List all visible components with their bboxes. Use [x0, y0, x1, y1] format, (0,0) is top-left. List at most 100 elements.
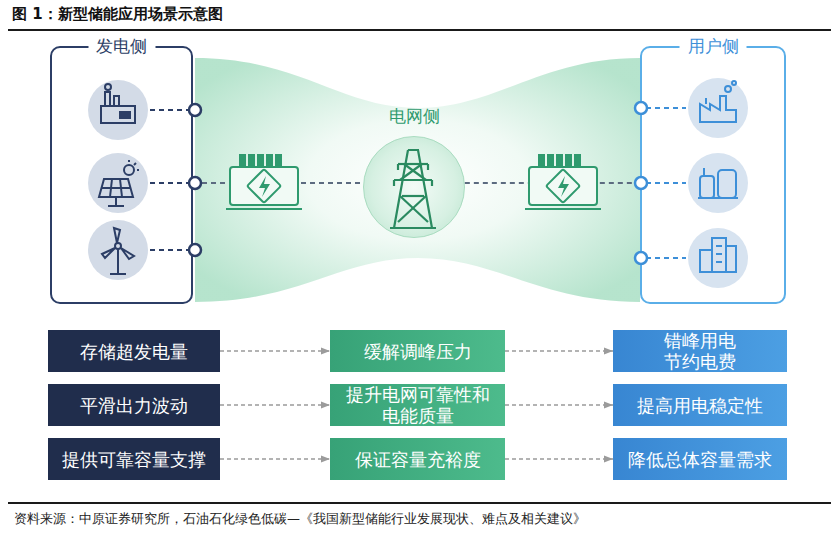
dashed-connector	[505, 404, 613, 406]
storage-unit-icon	[276, 155, 281, 167]
factory-icon	[700, 96, 736, 122]
solar-panel-icon	[134, 163, 136, 165]
storage-tank-icon	[698, 197, 738, 199]
factory-icon	[700, 81, 736, 122]
generator-icon-circles	[88, 80, 148, 280]
storage-unit-icon	[529, 167, 597, 205]
factory-icon	[705, 98, 707, 104]
function-box: 错峰用电 节约电费	[613, 330, 787, 372]
leader-line	[150, 110, 191, 250]
box-label: 降低总体容量需求	[628, 449, 772, 470]
junction-ring	[189, 177, 201, 189]
wind-turbine-icon	[121, 248, 134, 259]
box-label: 平滑出力波动	[80, 395, 188, 416]
solar-panel-icon	[108, 205, 124, 207]
grid-glow-band	[195, 58, 640, 302]
leader-line	[646, 107, 686, 109]
box-label: 错峰用电 节约电费	[650, 330, 750, 372]
storage-unit-icon	[249, 155, 254, 167]
coal-plant-icon	[101, 84, 135, 123]
side-heading: 发电侧	[88, 35, 155, 57]
storage-unit-icon	[525, 155, 601, 209]
generation-side-panel: 发电侧	[50, 46, 193, 304]
wind-turbine-icon	[114, 228, 120, 243]
source-caption: 资料来源：中原证券研究所，石油石化绿色低碳—《我国新型储能行业发展现状、难点及相…	[14, 510, 586, 528]
storage-unit-icon	[525, 208, 601, 210]
leader-line	[646, 182, 686, 184]
solar-panel-icon	[110, 179, 112, 197]
coal-plant-icon	[114, 96, 119, 106]
wind-turbine-icon	[110, 273, 126, 275]
dashed-connector	[193, 182, 363, 184]
solar-panel-icon	[128, 160, 130, 162]
dashed-connector	[220, 404, 330, 406]
user-icon-circles	[688, 78, 748, 288]
title-rule	[8, 29, 831, 31]
generator-icon-circles	[88, 153, 148, 213]
storage-unit-icon	[240, 155, 245, 167]
storage-unit-icon	[247, 169, 281, 203]
function-box: 缓解调峰压力	[330, 330, 505, 372]
storage-unit-icon	[566, 155, 571, 167]
solar-panel-icon	[101, 187, 131, 189]
solar-panel-icon	[137, 169, 139, 171]
function-box: 提升电网可靠性和 电能质量	[330, 384, 505, 426]
wind-turbine-icon	[102, 248, 115, 258]
office-building-icon	[726, 246, 736, 272]
wind-turbine-icon	[102, 228, 134, 274]
coal-plant-icon	[120, 112, 130, 118]
user-icon-circles	[688, 153, 748, 213]
leader-line	[646, 257, 686, 259]
storage-tank-icon	[698, 168, 738, 198]
box-label: 提高用电稳定性	[637, 395, 763, 416]
function-box: 提供可靠容量支撑	[48, 438, 220, 480]
junction-ring	[189, 244, 201, 256]
storage-tank-icon	[718, 170, 736, 198]
coal-plant-icon	[101, 106, 135, 123]
storage-tank-icon	[700, 176, 714, 198]
function-box: 保证容量充裕度	[330, 438, 505, 480]
office-building-icon	[712, 238, 726, 272]
box-label: 提供可靠容量支撑	[62, 449, 206, 470]
factory-icon	[725, 86, 731, 92]
solar-panel-icon	[99, 160, 139, 206]
storage-unit-icon	[259, 176, 270, 197]
wind-turbine-icon	[115, 243, 121, 249]
office-building-icon	[700, 250, 712, 272]
dashed-connector	[505, 350, 613, 352]
storage-unit-icon	[226, 155, 302, 209]
storage-unit-icon	[557, 155, 562, 167]
dashed-connector	[465, 182, 640, 184]
side-heading: 电网侧	[389, 105, 440, 127]
storage-unit-icon	[226, 208, 302, 210]
dashed-connector	[505, 458, 613, 460]
storage-unit-icon	[575, 155, 580, 167]
side-heading: 用户侧	[680, 35, 747, 57]
storage-tank-icon	[703, 168, 705, 176]
function-box: 存储超发电量	[48, 330, 220, 372]
storage-unit-icon	[258, 155, 263, 167]
leader-line	[150, 182, 191, 184]
storage-unit-icon	[546, 169, 580, 203]
office-building-icon	[716, 261, 722, 263]
solar-panel-icon	[115, 197, 117, 206]
leader-line	[150, 249, 191, 251]
figure-title: 图 1：新型储能应用场景示意图	[12, 5, 223, 24]
junction-ring	[189, 104, 201, 256]
box-label: 提升电网可靠性和 电能质量	[343, 384, 493, 426]
user-side-panel: 用户侧	[640, 46, 786, 304]
storage-unit-icon	[539, 155, 544, 167]
coal-plant-icon	[105, 84, 111, 90]
solar-panel-icon	[120, 179, 122, 197]
grid-glow-band	[195, 58, 640, 302]
box-label: 缓解调峰压力	[364, 341, 472, 362]
box-label: 保证容量充裕度	[355, 449, 481, 470]
storage-unit-icon	[548, 155, 553, 167]
generator-icon-circles	[88, 80, 148, 140]
function-box: 降低总体容量需求	[613, 438, 787, 480]
function-box: 平滑出力波动	[48, 384, 220, 426]
dashed-connector	[220, 350, 330, 352]
user-icon-circles	[688, 78, 748, 138]
factory-icon	[732, 81, 736, 85]
